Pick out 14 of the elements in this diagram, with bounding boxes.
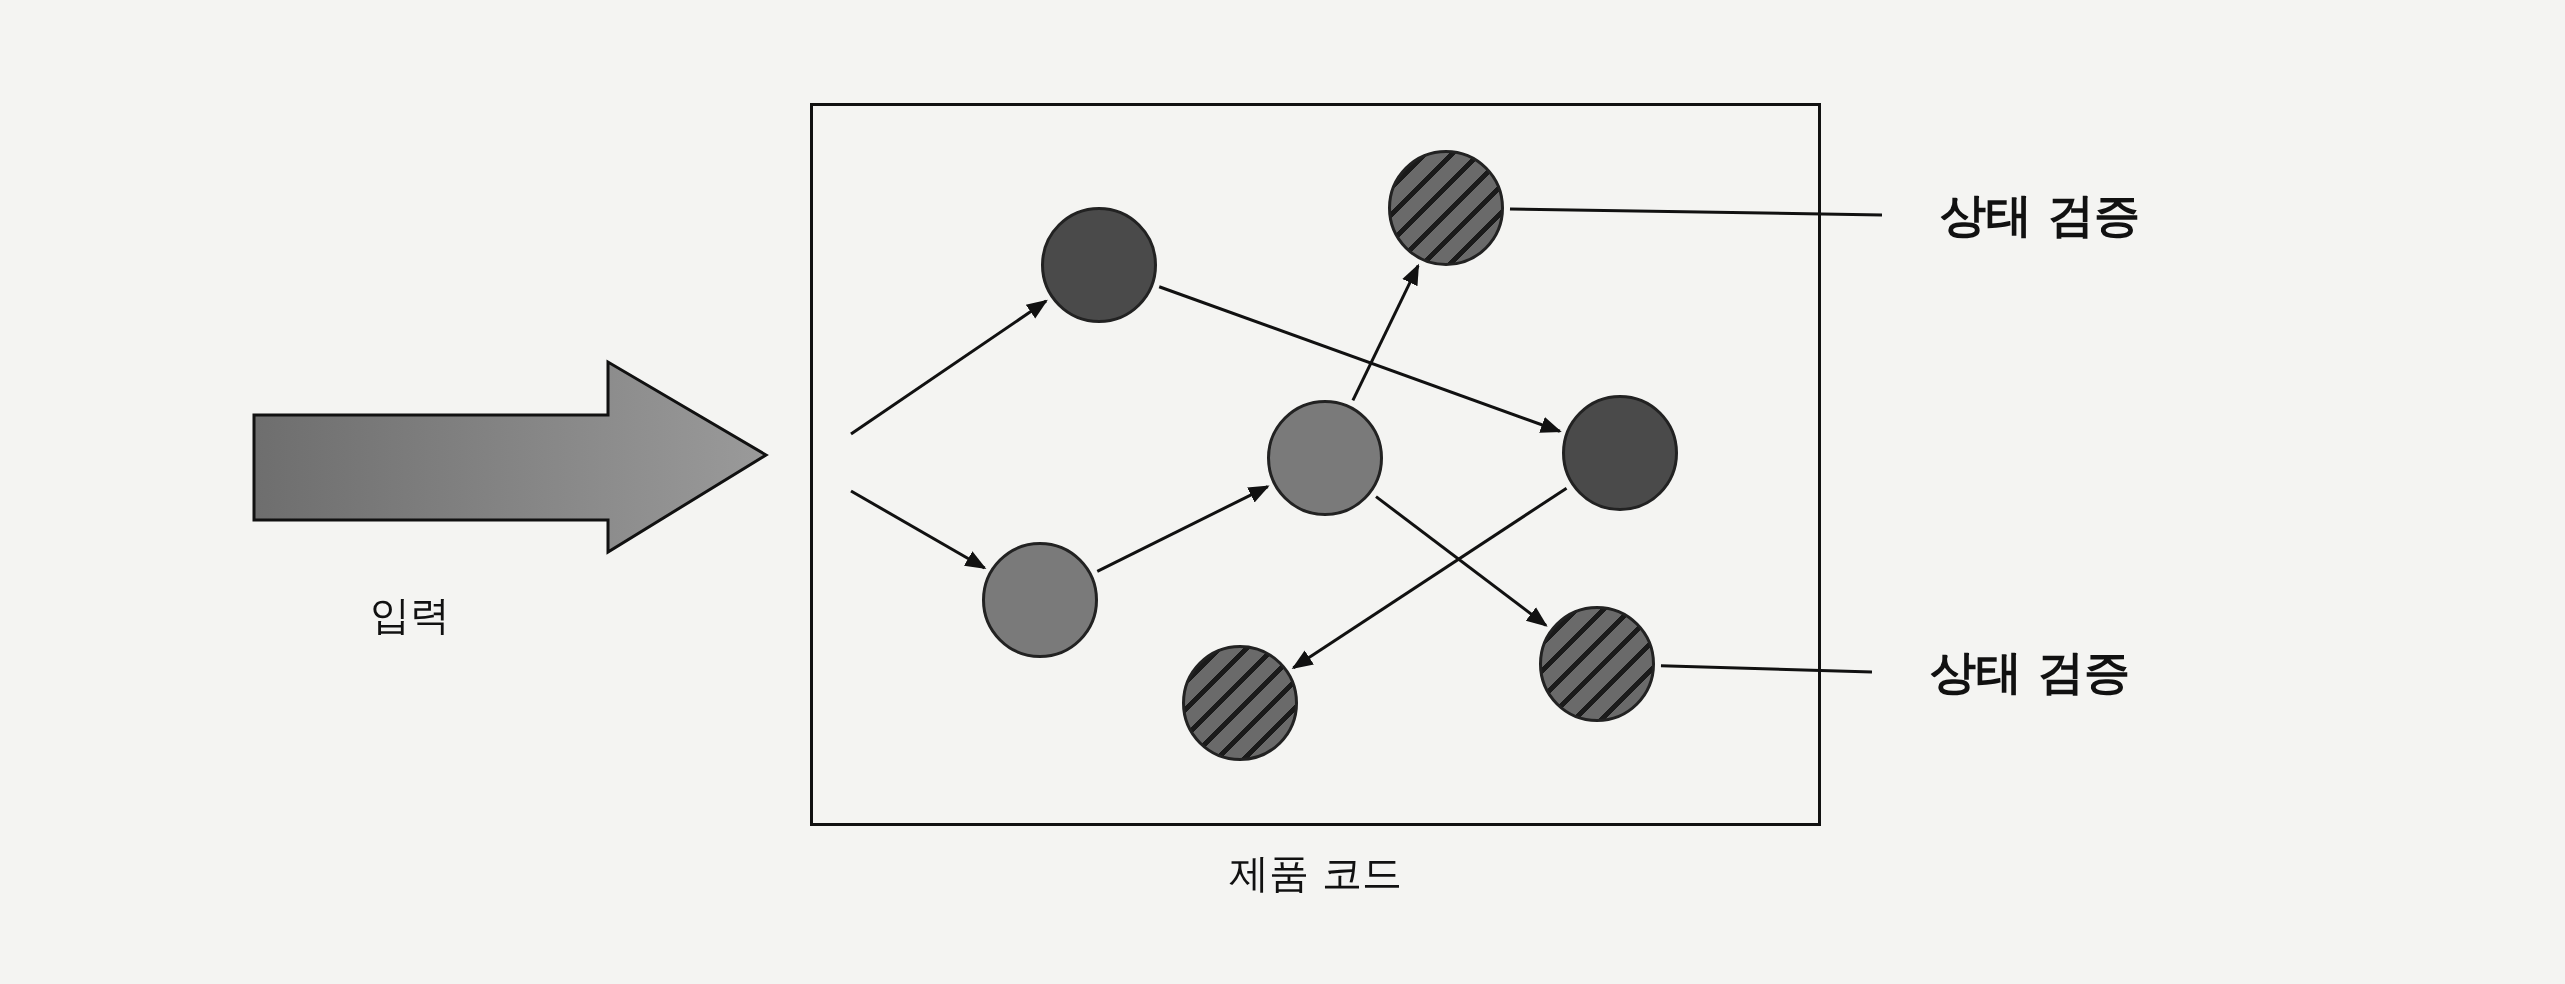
callout-label: 상태 검증 (1930, 642, 2130, 702)
arrow (1158, 285, 1562, 433)
arrow (850, 299, 1048, 436)
arrow (1291, 486, 1568, 670)
input-label: 입력 (370, 591, 450, 640)
code-box (810, 103, 1821, 826)
arrow (1096, 485, 1270, 573)
leader-line (1660, 664, 1873, 674)
caption-text: 제품 코드 (1228, 849, 1403, 898)
arrow (1351, 263, 1420, 402)
arrow (850, 489, 987, 570)
arrow (1375, 495, 1548, 627)
leader-line (1509, 207, 1883, 217)
callout-label: 상태 검증 (1940, 185, 2140, 245)
